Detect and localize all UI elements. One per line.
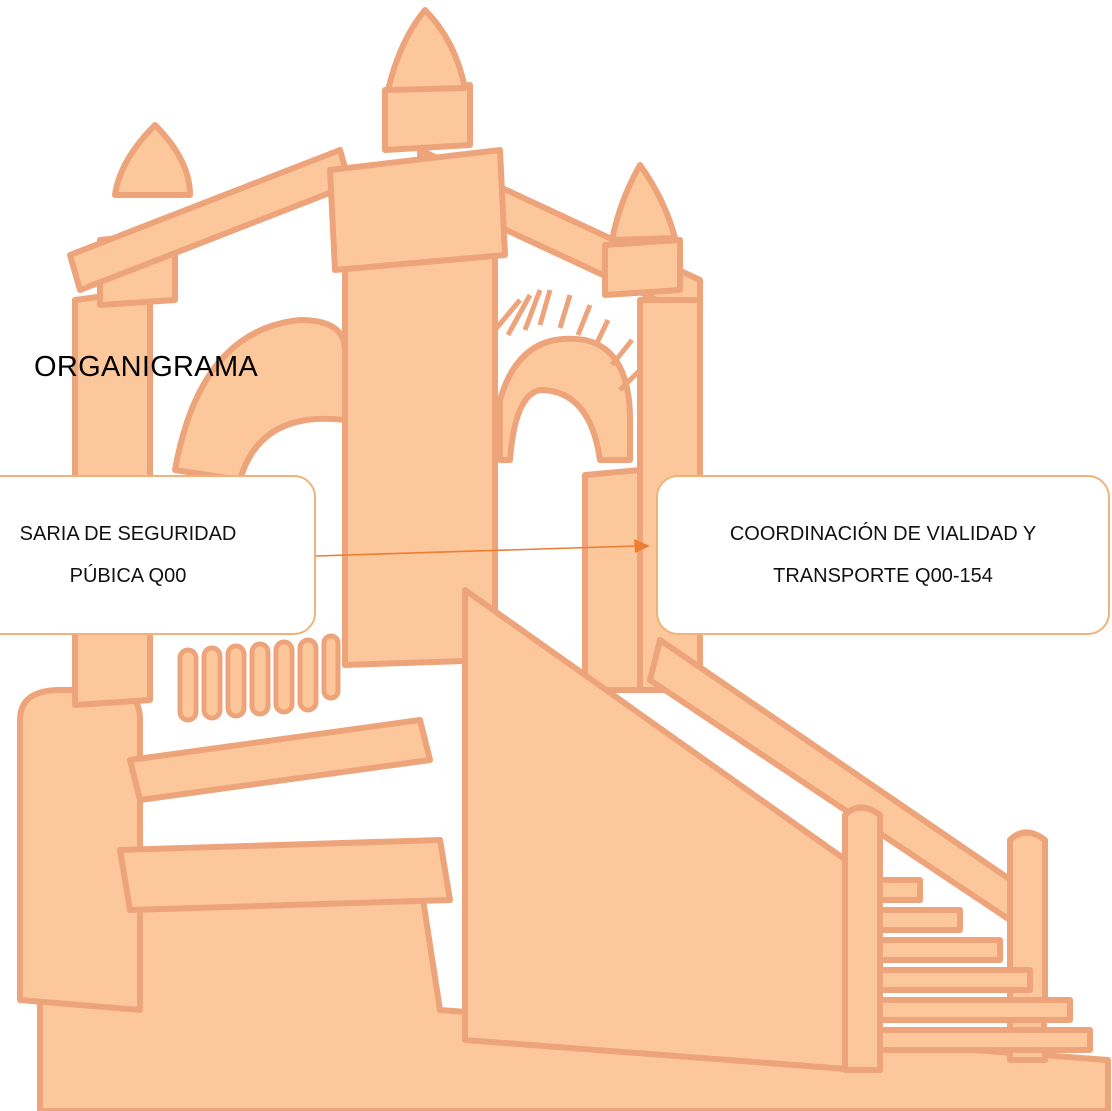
org-box-coordinacion-line2: TRANSPORTE Q00-154	[773, 565, 993, 587]
org-box-secretaria-line1: SARIA DE SEGURIDAD	[19, 523, 237, 545]
org-box-secretaria: SARIA DE SEGURIDAD PÚBICA Q00	[0, 475, 316, 635]
page-title: ORGANIGRAMA	[34, 351, 259, 383]
org-box-coordinacion: COORDINACIÓN DE VIALIDAD Y TRANSPORTE Q0…	[656, 475, 1110, 635]
org-box-coordinacion-line1: COORDINACIÓN DE VIALIDAD Y	[729, 523, 1037, 545]
org-box-secretaria-line2: PÚBICA Q00	[69, 565, 187, 587]
